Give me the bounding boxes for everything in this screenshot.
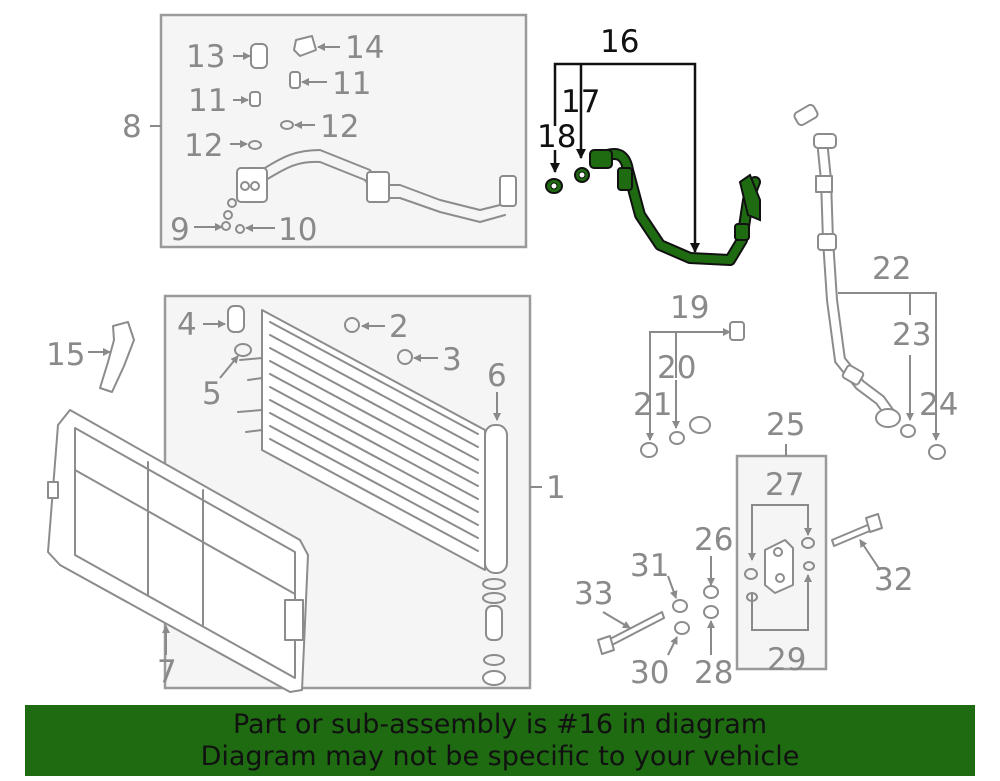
washers-30-31 bbox=[672, 599, 690, 635]
seal-20 bbox=[669, 431, 685, 445]
ac-hose-16-highlighted bbox=[589, 148, 761, 266]
callout-8: 8 bbox=[122, 109, 142, 145]
callout-31: 31 bbox=[630, 548, 669, 584]
o-ring-5 bbox=[234, 343, 252, 357]
callout-29: 29 bbox=[767, 642, 806, 678]
callout-15: 15 bbox=[46, 337, 85, 373]
banner-line-1: Part or sub-assembly is #16 in diagram bbox=[232, 709, 768, 740]
callout-25: 25 bbox=[766, 407, 805, 443]
callout-2: 2 bbox=[389, 309, 409, 345]
part-notice-banner: Part or sub-assembly is #16 in diagram D… bbox=[25, 705, 975, 776]
seal-21 bbox=[640, 442, 658, 458]
callout-19: 19 bbox=[670, 290, 709, 326]
banner-line-2: Diagram may not be specific to your vehi… bbox=[200, 741, 800, 772]
callout-10: 10 bbox=[278, 212, 317, 248]
o-ring-2 bbox=[344, 317, 360, 333]
seal-23 bbox=[900, 424, 916, 438]
seal-24 bbox=[928, 444, 946, 460]
radiator-support-frame bbox=[47, 409, 309, 693]
callout-7: 7 bbox=[157, 654, 177, 690]
seal-18 bbox=[545, 178, 563, 194]
callout-12-left: 12 bbox=[184, 128, 223, 164]
bracket-15 bbox=[99, 321, 135, 393]
callout-22: 22 bbox=[872, 251, 911, 287]
callout-27: 27 bbox=[765, 467, 804, 503]
callout-13: 13 bbox=[186, 39, 225, 75]
valve-cap-13 bbox=[250, 43, 268, 69]
callout-32: 32 bbox=[874, 562, 913, 598]
ac-line-19 bbox=[689, 103, 819, 434]
callout-30: 30 bbox=[630, 655, 669, 691]
ac-line-with-valves bbox=[236, 149, 517, 223]
callout-5: 5 bbox=[202, 376, 222, 412]
callout-12-right: 12 bbox=[320, 109, 359, 145]
valve-core-11 bbox=[249, 71, 301, 107]
callout-16: 16 bbox=[600, 24, 639, 60]
pressure-switch-14 bbox=[293, 35, 317, 57]
callout-26: 26 bbox=[694, 522, 733, 558]
bolt-33 bbox=[597, 611, 665, 655]
callout-14: 14 bbox=[345, 30, 384, 66]
o-ring-12 bbox=[248, 120, 294, 150]
callout-3: 3 bbox=[442, 342, 462, 378]
o-ring-3 bbox=[397, 349, 413, 365]
expansion-valve bbox=[764, 539, 794, 594]
callout-28: 28 bbox=[694, 655, 733, 691]
seal-17 bbox=[574, 167, 590, 183]
washers-26-28 bbox=[703, 585, 719, 619]
callout-21: 21 bbox=[633, 387, 672, 423]
callout-23: 23 bbox=[892, 317, 931, 353]
ac-line-22 bbox=[813, 133, 901, 428]
bolt-32 bbox=[831, 513, 883, 547]
cap-4 bbox=[227, 305, 245, 333]
drier-parts-6 bbox=[482, 578, 506, 686]
callout-20: 20 bbox=[657, 350, 696, 386]
callout-4: 4 bbox=[177, 307, 197, 343]
callout-18: 18 bbox=[537, 119, 576, 155]
subassembly-box-8 bbox=[159, 13, 528, 249]
callout-24: 24 bbox=[919, 387, 958, 423]
callout-11-left: 11 bbox=[188, 83, 227, 119]
callout-11-right: 11 bbox=[332, 66, 371, 102]
callout-6: 6 bbox=[487, 358, 507, 394]
condenser-core bbox=[237, 309, 508, 574]
callout-33: 33 bbox=[574, 576, 613, 612]
callout-17: 17 bbox=[561, 84, 600, 120]
callout-1: 1 bbox=[546, 470, 566, 506]
callout-9: 9 bbox=[170, 212, 190, 248]
